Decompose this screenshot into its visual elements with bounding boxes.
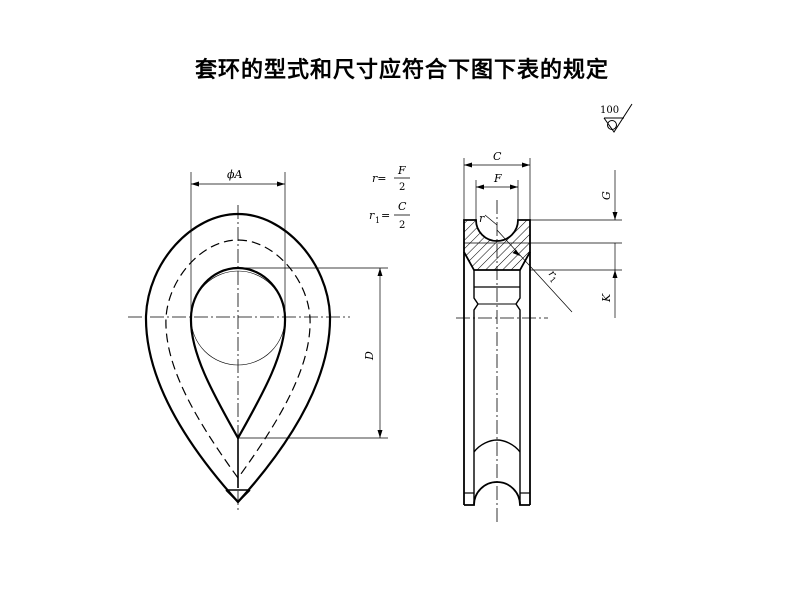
r1-leader — [496, 229, 573, 313]
side-left-inner-edge — [473, 270, 479, 452]
side-bottom-groove — [464, 481, 530, 506]
D-label: D — [363, 351, 376, 361]
formula-r: r= F 2 — [372, 164, 410, 193]
F-arrow-left — [476, 184, 484, 190]
phiA-arrow-left — [191, 181, 199, 187]
groove-dashed-contour — [165, 239, 311, 480]
formula-r1-sub: 1 — [375, 216, 380, 225]
C-arrow-right — [522, 162, 530, 168]
section-hatched — [463, 219, 531, 271]
formula-r1-denominator: 2 — [399, 220, 405, 231]
G-arrow — [612, 212, 618, 220]
C-arrow-left — [464, 162, 472, 168]
roughness-symbol — [603, 103, 633, 133]
front-view — [128, 172, 388, 512]
formula-r-numerator: F — [397, 164, 406, 177]
D-arrow-top — [377, 268, 383, 276]
formula-r1-numerator: C — [398, 200, 407, 213]
side-right-inner-edge — [515, 270, 521, 452]
roughness-value: 100 — [600, 105, 619, 116]
phiA-arrow-right — [277, 181, 285, 187]
formula-r1: r 1 = C 2 — [369, 200, 410, 231]
side-bottom-groove-top — [473, 439, 521, 453]
F-label: F — [493, 172, 502, 185]
r-leader — [484, 214, 498, 226]
K-label: K — [600, 293, 613, 303]
K-arrow — [612, 270, 618, 278]
side-view — [456, 158, 622, 522]
r1-arrow — [512, 249, 520, 256]
formula-r-lhs: r= — [372, 172, 386, 185]
r-label: r — [479, 212, 485, 225]
formula-r1-lhs: r — [369, 209, 375, 222]
F-arrow-right — [510, 184, 518, 190]
G-label: G — [600, 191, 613, 200]
roughness-check-mark — [603, 103, 633, 133]
formula-r-denominator: 2 — [399, 182, 405, 193]
roughness-circle — [607, 120, 617, 130]
r1-label-sub: 1 — [548, 275, 558, 285]
formula-r1-eq: = — [381, 209, 390, 222]
C-label: C — [493, 150, 502, 163]
phiA-label: ϕA — [227, 168, 242, 181]
tail-tip — [225, 489, 251, 504]
D-arrow-bottom — [377, 430, 383, 438]
page-title: 套环的型式和尺寸应符合下图下表的规定 — [194, 58, 609, 83]
